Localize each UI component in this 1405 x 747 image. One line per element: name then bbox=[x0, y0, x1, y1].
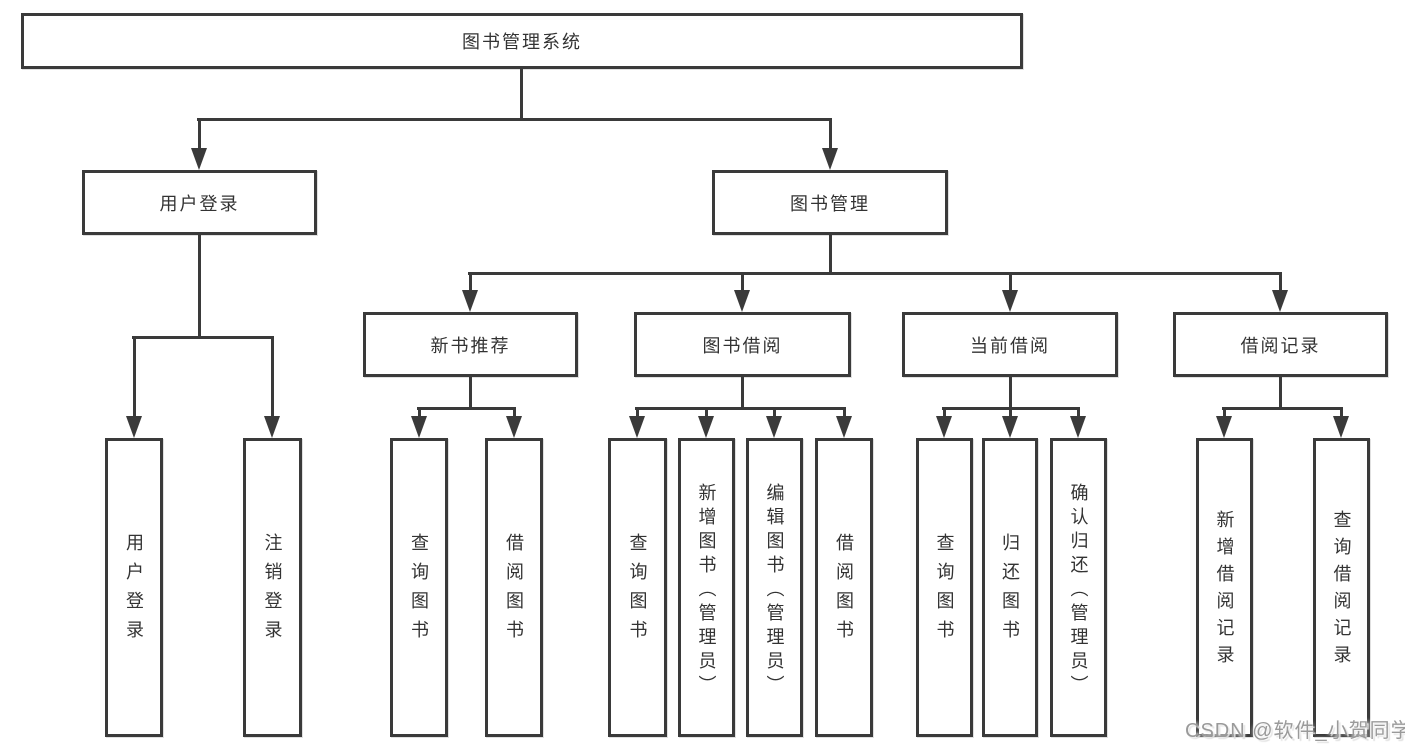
connector-arrowhead-down bbox=[629, 416, 645, 438]
connector-line bbox=[1340, 407, 1343, 418]
connector-line bbox=[635, 407, 846, 410]
connector-line bbox=[198, 235, 201, 338]
leaf-borrow-edit-books-admin: 编辑图书（管理员） bbox=[746, 438, 803, 737]
connector-arrowhead-down bbox=[1002, 290, 1018, 312]
connector-line bbox=[636, 407, 639, 418]
node-current-borrowing: 当前借阅 bbox=[902, 312, 1118, 377]
node-library-system: 图书管理系统 bbox=[21, 13, 1023, 69]
connector-arrowhead-down bbox=[191, 148, 207, 170]
connector-line bbox=[1009, 273, 1012, 292]
connector-line bbox=[197, 118, 832, 121]
connector-arrowhead-down bbox=[822, 148, 838, 170]
connector-line bbox=[741, 273, 744, 292]
node-new-book-recommendation: 新书推荐 bbox=[363, 312, 578, 377]
leaf-newbook-query-books: 查询图书 bbox=[390, 438, 448, 737]
connector-arrowhead-down bbox=[734, 290, 750, 312]
connector-arrowhead-down bbox=[1272, 290, 1288, 312]
connector-arrowhead-down bbox=[766, 416, 782, 438]
connector-line bbox=[133, 337, 136, 418]
node-borrowing-records: 借阅记录 bbox=[1173, 312, 1388, 377]
connector-line bbox=[1009, 377, 1012, 409]
leaf-user-login: 用户登录 bbox=[105, 438, 163, 737]
connector-arrowhead-down bbox=[836, 416, 852, 438]
leaf-logout-login: 注销登录 bbox=[243, 438, 302, 737]
connector-line bbox=[1223, 407, 1226, 418]
connector-line bbox=[417, 407, 516, 410]
connector-line bbox=[520, 69, 523, 119]
leaf-newbook-borrow-books: 借阅图书 bbox=[485, 438, 543, 737]
connector-line bbox=[705, 407, 708, 418]
connector-line bbox=[943, 407, 946, 418]
connector-arrowhead-down bbox=[126, 416, 142, 438]
connector-line bbox=[468, 272, 1282, 275]
node-user-login: 用户登录 bbox=[82, 170, 317, 235]
connector-line bbox=[469, 273, 472, 292]
leaf-current-return-books: 归还图书 bbox=[982, 438, 1038, 737]
connector-line bbox=[198, 119, 201, 150]
connector-line bbox=[773, 407, 776, 418]
connector-arrowhead-down bbox=[936, 416, 952, 438]
connector-line bbox=[1222, 407, 1343, 410]
connector-arrowhead-down bbox=[462, 290, 478, 312]
connector-line bbox=[829, 119, 832, 150]
connector-arrowhead-down bbox=[1070, 416, 1086, 438]
connector-line bbox=[1279, 377, 1282, 409]
connector-line bbox=[741, 377, 744, 409]
leaf-borrow-borrow-books: 借阅图书 bbox=[815, 438, 873, 737]
connector-line bbox=[843, 407, 846, 418]
leaf-current-confirm-return-admin: 确认归还（管理员） bbox=[1050, 438, 1107, 737]
connector-arrowhead-down bbox=[1002, 416, 1018, 438]
leaf-current-query-books: 查询图书 bbox=[916, 438, 973, 737]
leaf-borrow-add-books-admin: 新增图书（管理员） bbox=[678, 438, 735, 737]
node-book-borrowing: 图书借阅 bbox=[634, 312, 851, 377]
connector-line bbox=[1009, 407, 1012, 418]
leaf-records-add-record: 新增借阅记录 bbox=[1196, 438, 1253, 737]
node-book-management: 图书管理 bbox=[712, 170, 948, 235]
connector-arrowhead-down bbox=[506, 416, 522, 438]
connector-line bbox=[132, 336, 274, 339]
leaf-records-query-record: 查询借阅记录 bbox=[1313, 438, 1370, 737]
leaf-borrow-query-books: 查询图书 bbox=[608, 438, 667, 737]
connector-arrowhead-down bbox=[698, 416, 714, 438]
connector-line bbox=[1279, 273, 1282, 292]
connector-line bbox=[1077, 407, 1080, 418]
connector-line bbox=[513, 407, 516, 418]
connector-arrowhead-down bbox=[411, 416, 427, 438]
connector-arrowhead-down bbox=[1216, 416, 1232, 438]
connector-line bbox=[469, 377, 472, 409]
connector-line bbox=[271, 337, 274, 418]
watermark-text: CSDN @软件_小贺同学 bbox=[1185, 720, 1405, 742]
connector-arrowhead-down bbox=[264, 416, 280, 438]
connector-line bbox=[418, 407, 421, 418]
connector-arrowhead-down bbox=[1333, 416, 1349, 438]
connector-line bbox=[829, 235, 832, 275]
